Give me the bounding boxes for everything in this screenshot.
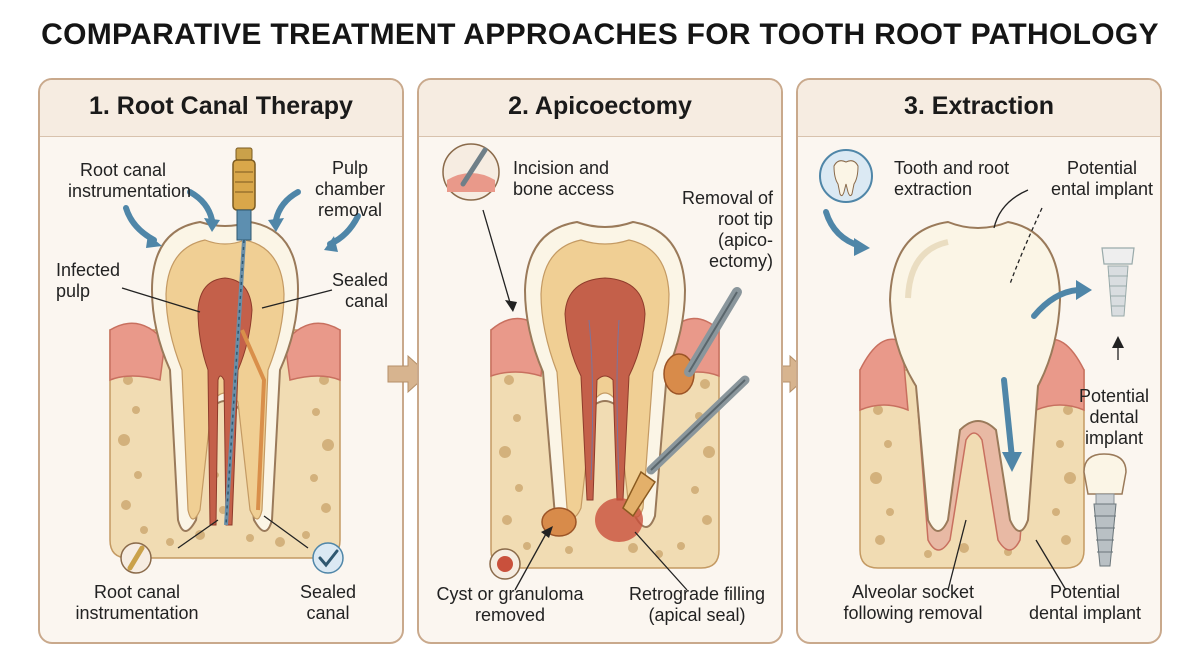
extraction-illustration (819, 149, 1135, 591)
label-infected-pulp: Infected pulp (56, 260, 121, 301)
incision-icon (442, 143, 500, 201)
removal-arrow (1001, 377, 1015, 461)
panel-apicoectomy: 2. Apicoectomy (417, 78, 783, 644)
surgical-instrument-lower (646, 375, 750, 475)
root-tip-fragment (663, 353, 695, 395)
panel-header (798, 80, 1160, 137)
root-canal-illustration (109, 147, 361, 574)
leader-lines (482, 209, 688, 591)
label-potential-implant-top: Potential ental implant (1050, 158, 1154, 199)
bone-texture (870, 405, 1076, 558)
panel-title-extraction: 3. Extraction (903, 92, 1055, 120)
leader-arrow-heads (505, 300, 553, 538)
pulp-nerves (588, 319, 620, 481)
apicoectomy-illustration (442, 143, 750, 591)
label-tooth-root-extraction: Tooth and root extraction (894, 158, 1010, 199)
panel-title-root-canal: 1. Root Canal Therapy (89, 92, 353, 120)
label-sealed-canal-top: Sealed canal (331, 270, 388, 311)
gum-right (284, 322, 341, 382)
label-potential-implant-mid: Potential dental implant (1078, 386, 1150, 448)
leader-lines (947, 189, 1067, 591)
label-pulp-chamber-removal: Pulp chamber removal (314, 158, 386, 220)
check-icon (312, 542, 344, 574)
cyst-icon (489, 548, 521, 580)
instrument-icon (120, 542, 152, 574)
pulp (564, 277, 646, 501)
label-instrumentation-top: Root canal instrumentation (68, 160, 192, 201)
implant-top (1101, 247, 1135, 317)
label-incision-bone-access: Incision and bone access (513, 158, 615, 199)
retrograde-filling (622, 470, 657, 518)
leader-lines (121, 287, 333, 549)
bone-texture (499, 375, 715, 558)
label-retrograde-filling: Retrograde filling (apical seal) (628, 584, 766, 625)
tooth-icon (819, 149, 873, 203)
label-removal-root-tip: Removal of root tip (apico- ectomy) (681, 188, 773, 271)
label-cyst-granuloma: Cyst or granuloma removed (436, 584, 584, 625)
arrow-heads (146, 218, 338, 252)
panel-header (40, 80, 402, 137)
panel-title-apicoectomy: 2. Apicoectomy (508, 92, 692, 120)
page-title: COMPARATIVE TREATMENT APPROACHES FOR TOO… (41, 18, 1159, 51)
implant-arrow (1031, 287, 1081, 319)
surgical-instrument-upper (684, 287, 742, 377)
gum-left (109, 322, 166, 382)
gum-left (859, 338, 909, 412)
sealed-canal-fill (240, 329, 267, 511)
label-sealed-canal-bottom: Sealed canal (299, 582, 357, 623)
label-instrumentation-bottom: Root canal instrumentation (75, 582, 199, 623)
implant-bottom (1083, 453, 1127, 567)
panel-root-canal-therapy: 1. Root Canal Therapy (38, 78, 404, 644)
label-potential-implant-bottom: Potential dental implant (1028, 582, 1142, 623)
endodontic-file (224, 147, 256, 526)
label-alveolar-socket: Alveolar socket following removal (843, 582, 983, 623)
panel-extraction: 3. Extraction (796, 78, 1162, 644)
panel-header (419, 80, 781, 137)
